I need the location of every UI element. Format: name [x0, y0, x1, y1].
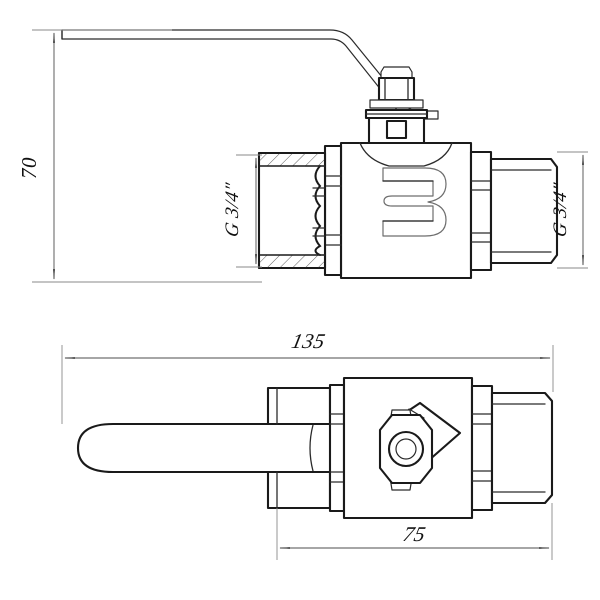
thread-label-left-group: G 3/4"	[222, 154, 262, 268]
s-logo	[382, 167, 447, 237]
lever-retainer-block	[367, 116, 426, 145]
dimension-label-135: 135	[289, 329, 327, 353]
right-neck-flange-top	[470, 384, 494, 512]
dimension-length-135: 135	[61, 329, 554, 424]
dimension-label-75: 75	[401, 522, 428, 546]
right-threaded-port	[489, 157, 559, 265]
dimension-length-75: 75	[276, 503, 553, 560]
left-threaded-port-section	[257, 151, 327, 270]
valve-body-front	[339, 141, 473, 280]
dimension-label-70: 70	[17, 157, 41, 179]
thread-label-right-group: G 3/4"	[550, 151, 588, 269]
dimension-height-70: 70	[17, 29, 262, 283]
hex-nut-top	[378, 413, 434, 485]
thread-label-right: G 3/4"	[550, 180, 571, 239]
right-neck-flange	[469, 150, 493, 272]
top-plan-view: 135 75	[61, 329, 554, 560]
stem-nut-assembly	[364, 66, 429, 120]
thread-label-left: G 3/4"	[222, 180, 243, 239]
left-neck-flange-top	[328, 383, 346, 513]
front-elevation-view: 70 G 3/4" G 3/4"	[17, 29, 588, 283]
lever-handle-top	[76, 422, 362, 474]
right-threaded-port-top	[490, 391, 554, 505]
left-neck-flange	[323, 144, 343, 277]
